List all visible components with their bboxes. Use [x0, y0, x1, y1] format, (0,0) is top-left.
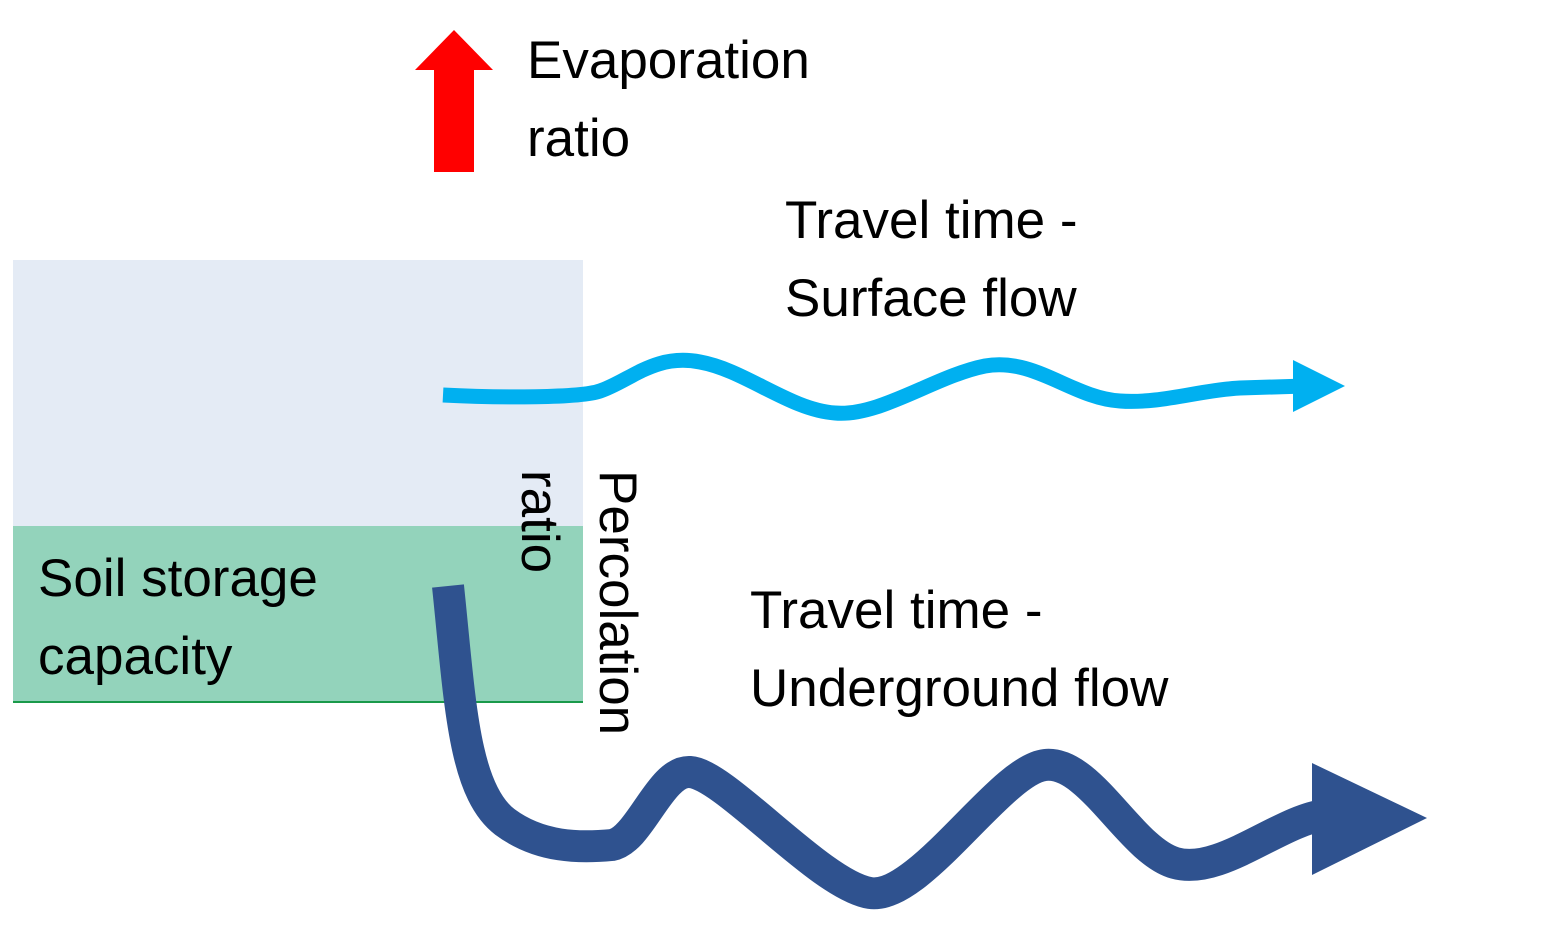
surface-label-line1: Travel time - — [785, 191, 1078, 250]
underground-label-line1: Travel time - — [750, 581, 1043, 640]
underground-flow-wavy-arrow-icon — [432, 584, 1328, 910]
percolation-label-line1: Percolation — [588, 470, 647, 736]
soil-storage-capacity-label: Soil storage capacity — [38, 540, 318, 696]
percolation-label-line2: ratio — [510, 470, 569, 574]
percolation-ratio-label: Percolation ratio — [500, 470, 656, 735]
soil-label-line2: capacity — [38, 627, 233, 686]
evaporation-label-line2: ratio — [527, 109, 631, 168]
soil-storage-block — [13, 526, 583, 703]
soil-label-line1: Soil storage — [38, 549, 318, 608]
underground-label-line2: Underground flow — [750, 659, 1169, 718]
evaporation-up-arrow-icon — [415, 30, 493, 172]
surface-flow-wavy-arrow-icon — [442, 352, 1306, 421]
evaporation-ratio-label: Evaporation ratio — [527, 22, 810, 178]
underground-flow-arrowhead-icon — [1312, 763, 1427, 875]
underground-flow-travel-time-label: Travel time - Underground flow — [750, 572, 1168, 728]
surface-flow-arrowhead-icon — [1293, 360, 1345, 412]
surface-label-line2: Surface flow — [785, 269, 1077, 328]
surface-flow-travel-time-label: Travel time - Surface flow — [785, 182, 1078, 338]
evaporation-label-line1: Evaporation — [527, 31, 810, 90]
